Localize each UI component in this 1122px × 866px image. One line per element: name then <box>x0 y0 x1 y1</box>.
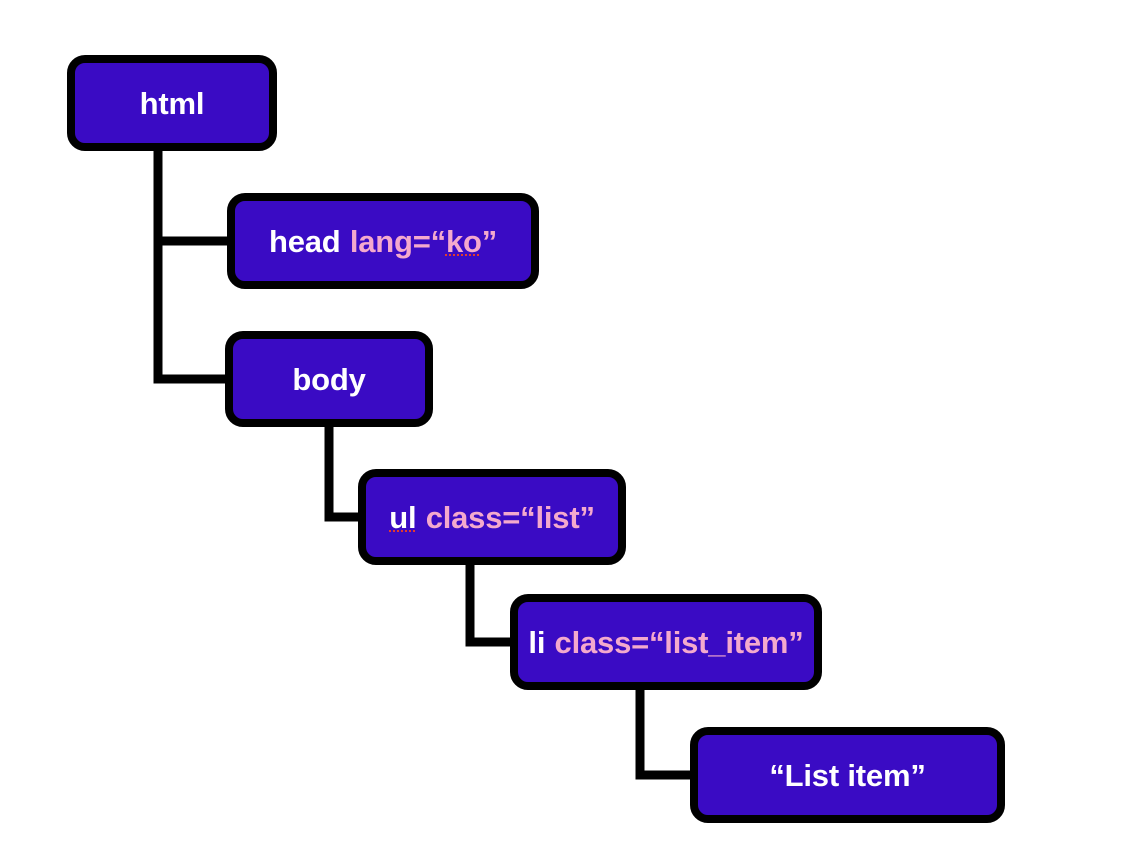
connector-ul-li <box>465 565 510 647</box>
node-html-label: html <box>140 88 205 119</box>
node-head-tag: head <box>268 223 341 259</box>
connector-html-head <box>153 151 227 246</box>
node-body-tag: body <box>292 361 366 397</box>
node-text-literal-label: “List item” <box>769 760 925 791</box>
node-text-literal[interactable]: “List item” <box>690 727 1005 823</box>
node-html-tag: html <box>139 85 205 121</box>
node-li-attribute: class=“list_item” <box>554 624 804 660</box>
node-body[interactable]: body <box>225 331 433 427</box>
node-html[interactable]: html <box>67 55 277 151</box>
connector-li-text <box>635 690 690 780</box>
node-ul-attribute: class=“list” <box>425 499 595 535</box>
connector-html-body <box>153 151 225 384</box>
node-head-attribute: lang=“ko” <box>349 223 498 259</box>
node-li-tag: li <box>528 624 546 660</box>
node-body-label: body <box>292 364 365 395</box>
node-text-literal-value: “List item” <box>769 757 926 793</box>
connector-body-ul <box>324 427 358 522</box>
node-ul-tag: ul <box>389 499 417 535</box>
